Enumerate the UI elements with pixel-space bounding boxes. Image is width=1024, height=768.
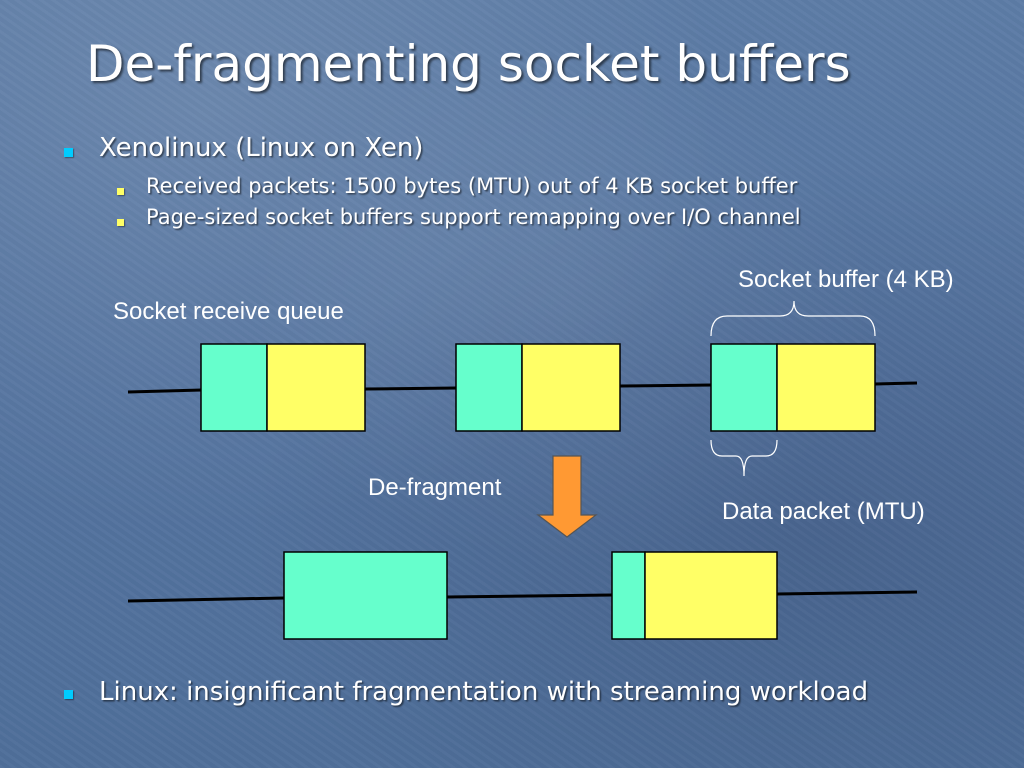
bullet-linux-fragmentation: Linux: insignificant fragmentation with … bbox=[99, 677, 869, 707]
buffer-free-block bbox=[266, 343, 366, 432]
queue-link-line bbox=[127, 596, 285, 603]
data-packet-label: Data packet (MTU) bbox=[722, 498, 925, 525]
socket-receive-queue-label: Socket receive queue bbox=[113, 298, 344, 325]
buffer-free-block bbox=[521, 343, 621, 432]
sub-bullet-received-packets: Received packets: 1500 bytes (MTU) out o… bbox=[146, 174, 798, 198]
queue-link-line bbox=[874, 381, 918, 386]
bullet-square-icon bbox=[64, 690, 73, 699]
data-packet-block bbox=[200, 343, 268, 432]
bullet-xenolinux: Xenolinux (Linux on Xen) bbox=[99, 133, 424, 163]
queue-link-line bbox=[446, 593, 613, 599]
bullet-square-icon bbox=[64, 148, 73, 157]
buffer-free-block bbox=[644, 551, 778, 640]
queue-link-line bbox=[776, 590, 918, 596]
socket-buffer-brace bbox=[710, 300, 876, 337]
data-packet-block bbox=[455, 343, 523, 432]
defragmented-packet-block bbox=[283, 551, 448, 640]
buffer-free-block bbox=[776, 343, 876, 432]
slide-title: De-fragmenting socket buffers bbox=[86, 35, 851, 93]
sub-bullet-page-sized-buffers: Page-sized socket buffers support remapp… bbox=[146, 205, 801, 229]
sub-bullet-square-icon bbox=[117, 188, 124, 195]
data-packet-block bbox=[611, 551, 646, 640]
sub-bullet-square-icon bbox=[117, 219, 124, 226]
queue-link-line bbox=[127, 388, 203, 394]
socket-buffer-label: Socket buffer (4 KB) bbox=[738, 266, 954, 293]
queue-link-line bbox=[619, 383, 713, 388]
queue-link-line bbox=[364, 386, 458, 391]
defragment-arrow-icon bbox=[536, 455, 598, 538]
data-packet-block bbox=[710, 343, 778, 432]
defragment-label: De-fragment bbox=[368, 474, 502, 501]
data-packet-brace bbox=[710, 439, 778, 477]
